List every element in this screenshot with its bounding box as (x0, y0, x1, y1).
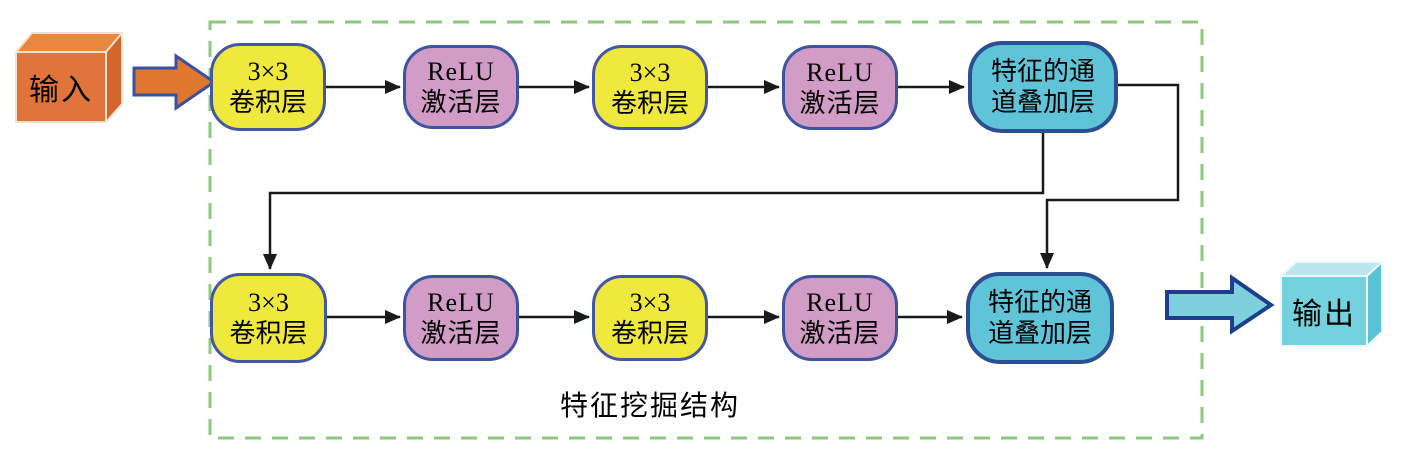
feature-mining-dashed-border (208, 20, 1204, 440)
output-cube-side-face (1366, 261, 1383, 347)
block-label-line2: 激活层 (799, 88, 881, 118)
block-label-line1: 3×3 (629, 288, 671, 317)
input-cube-label: 输入 (29, 74, 93, 107)
block-r1-relu1: ReLU 激活层 (403, 45, 519, 129)
output-arrow-icon (1165, 274, 1275, 335)
feature-mining-structure-label: 特征挖掘结构 (559, 391, 741, 422)
block-r1-conv2: 3×3 卷积层 (592, 45, 708, 130)
block-r2-relu1: ReLU 激活层 (403, 275, 519, 361)
connector-arrows (263, 80, 1180, 324)
block-r2-conv2: 3×3 卷积层 (592, 275, 708, 361)
block-label-line1: 3×3 (247, 57, 289, 86)
block-label-line2: 卷积层 (610, 319, 689, 348)
block-label-line1: 特征的通 (987, 288, 1092, 317)
block-label-line1: 特征的通 (990, 57, 1095, 86)
block-label-line1: ReLU (427, 288, 495, 317)
block-label-line2: 卷积层 (229, 319, 308, 348)
block-label-line2: 道叠加层 (987, 319, 1092, 348)
input-arrow-icon (132, 53, 217, 111)
input-cube (15, 32, 123, 123)
block-label-line2: 激活层 (420, 319, 502, 348)
block-r2-concat: 特征的通 道叠加层 (966, 272, 1114, 364)
input-cube-top-face (15, 32, 123, 53)
block-label-line1: 3×3 (248, 288, 289, 317)
output-cube-top-face (1280, 261, 1383, 277)
block-label-line1: ReLU (427, 57, 495, 86)
block-label-line2: 卷积层 (610, 88, 689, 118)
block-r1-concat: 特征的通 道叠加层 (968, 41, 1118, 133)
skip-connection-to-row2-input (263, 132, 1045, 270)
block-r2-conv1: 3×3 卷积层 (210, 273, 327, 363)
block-label-line1: ReLU (806, 57, 874, 87)
block-label-line1: 3×3 (629, 57, 671, 87)
skip-connection-to-row2-concat (1040, 83, 1180, 269)
output-cube-front-face (1280, 275, 1368, 347)
output-cube-label: 输出 (1292, 298, 1356, 331)
output-cube (1280, 261, 1383, 347)
block-r2-relu2: ReLU 激活层 (782, 275, 898, 361)
block-r1-relu2: ReLU 激活层 (782, 45, 898, 130)
block-label-line2: 道叠加层 (990, 88, 1095, 117)
block-label-line2: 激活层 (420, 88, 502, 117)
block-r1-conv1: 3×3 卷积层 (210, 43, 326, 131)
block-label-line2: 卷积层 (228, 88, 307, 117)
block-label-line2: 激活层 (799, 319, 881, 348)
input-cube-front-face (15, 51, 107, 123)
block-label-line1: ReLU (806, 288, 874, 317)
